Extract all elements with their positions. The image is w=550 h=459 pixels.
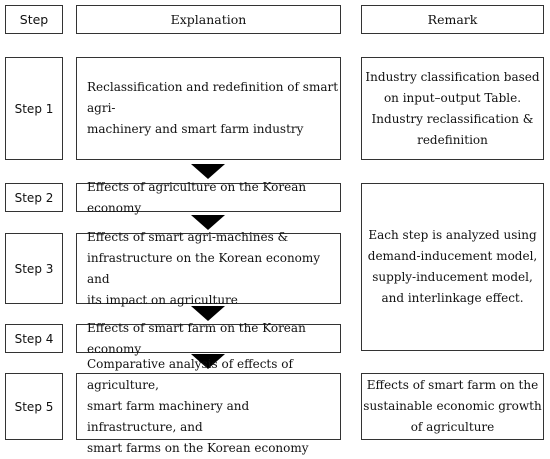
header-step-label: Step <box>19 12 49 27</box>
arrow-down-2 <box>191 215 225 230</box>
remark-step-5-box: Effects of smart farm on the sustainable… <box>361 373 544 440</box>
step-4-explanation: Effects of smart farm on the Korean econ… <box>87 320 306 356</box>
arrow-down-4 <box>191 354 225 369</box>
header-remark: Remark <box>361 5 544 34</box>
remark-step-1: Industry classification based on input–o… <box>365 69 540 147</box>
step-4-explanation-box: Effects of smart farm on the Korean econ… <box>76 321 341 356</box>
step-2-explanation: Effects of agriculture on the Korean eco… <box>87 179 307 215</box>
step-3-explanation-box: Effects of smart agri-machines & infrast… <box>76 230 341 307</box>
step-5-label-box: Step 5 <box>5 373 63 440</box>
arrow-down-1 <box>191 164 225 179</box>
step-5-label: Step 5 <box>14 399 54 414</box>
step-1-explanation-box: Reclassification and redefinition of sma… <box>76 57 341 160</box>
step-3-explanation: Effects of smart agri-machines & infrast… <box>87 229 321 307</box>
step-2-label: Step 2 <box>14 190 54 205</box>
step-1-label: Step 1 <box>14 101 54 116</box>
step-3-label-box: Step 3 <box>5 233 63 304</box>
header-explanation: Explanation <box>76 5 341 34</box>
step-4-label: Step 4 <box>14 331 54 346</box>
arrow-down-3 <box>191 306 225 321</box>
remark-steps-2-4: Each step is analyzed using demand-induc… <box>367 228 538 305</box>
remark-steps-2-4-box: Each step is analyzed using demand-induc… <box>361 183 544 351</box>
step-3-label: Step 3 <box>14 261 54 276</box>
header-remark-label: Remark <box>427 12 478 27</box>
step-5-explanation: Comparative analysis of effects of agric… <box>87 357 309 455</box>
step-4-label-box: Step 4 <box>5 324 63 353</box>
step-2-explanation-box: Effects of agriculture on the Korean eco… <box>76 180 341 215</box>
step-1-label-box: Step 1 <box>5 57 63 160</box>
header-step: Step <box>5 5 63 34</box>
header-explanation-label: Explanation <box>170 12 247 27</box>
remark-step-5: Effects of smart farm on the sustainable… <box>363 378 542 434</box>
remark-step-1-box: Industry classification based on input–o… <box>361 57 544 160</box>
step-1-explanation: Reclassification and redefinition of sma… <box>87 80 339 136</box>
step-5-explanation-box: Comparative analysis of effects of agric… <box>76 357 341 455</box>
step-2-label-box: Step 2 <box>5 183 63 212</box>
